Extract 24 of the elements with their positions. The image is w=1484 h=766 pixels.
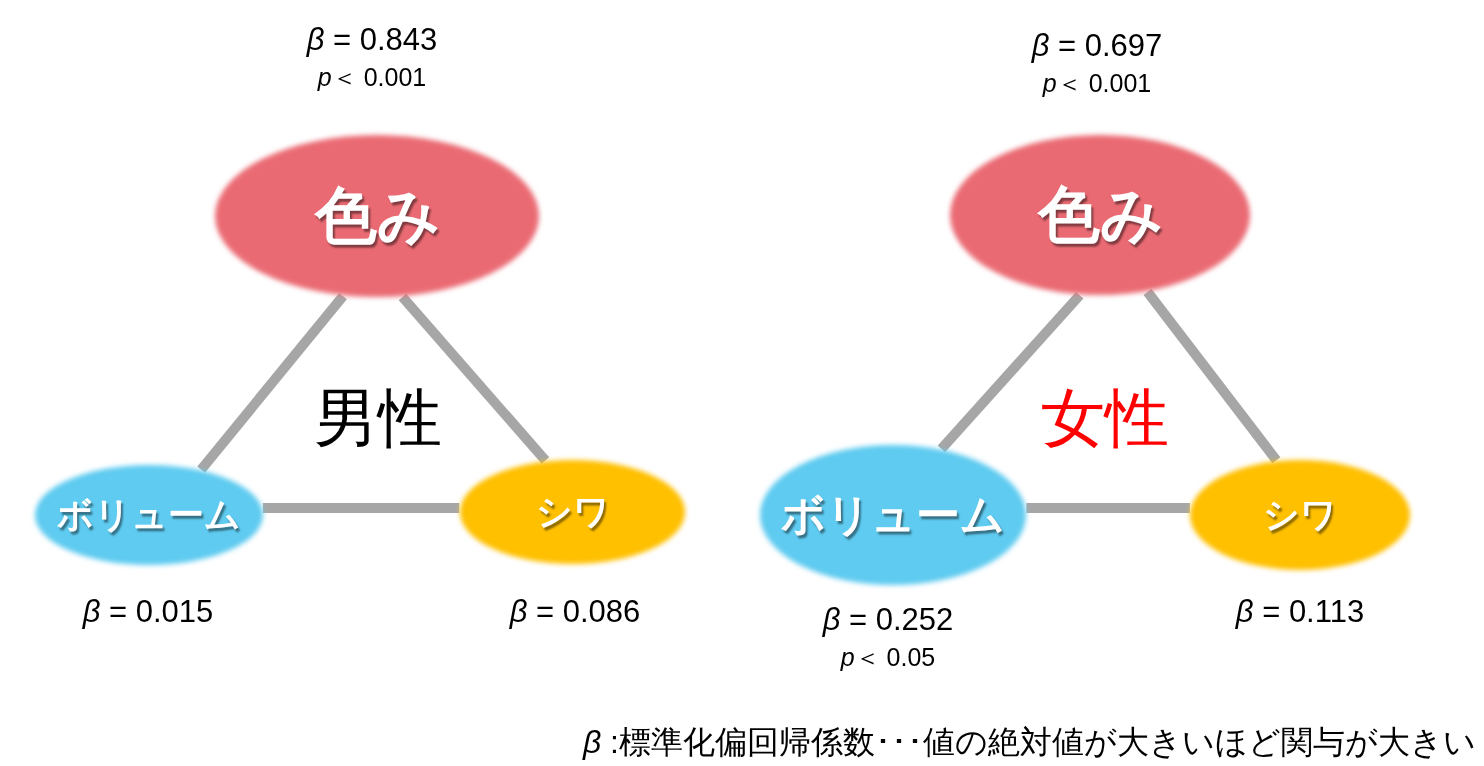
statistic-label: β = 0.697 <box>1031 27 1163 65</box>
connector-line <box>262 502 460 513</box>
factor-name: シワ <box>1263 495 1337 535</box>
factor-name: 色み <box>314 181 440 251</box>
statistic-label: β = 0.113 <box>1235 593 1365 631</box>
statistic-label: β = 0.015 <box>82 593 214 631</box>
factor-name: ボリューム <box>57 495 241 535</box>
connector-line <box>1143 288 1281 464</box>
connector-line <box>937 291 1084 453</box>
factor-name: 色み <box>1037 180 1163 250</box>
statistic-label: β = 0.252 <box>822 601 954 639</box>
factor-name: ボリューム <box>781 490 1005 540</box>
panel-heading: 女性 <box>1041 382 1169 454</box>
footnote: β :標準化偏回帰係数･･･値の絶対値が大きいほど関与が大きい <box>582 724 1476 761</box>
statistic-label: p＜ 0.001 <box>1042 68 1152 99</box>
factor-name: シワ <box>535 492 610 532</box>
connector-line <box>398 293 550 464</box>
statistic-label: β = 0.086 <box>509 593 641 631</box>
statistic-label: β = 0.843 <box>306 21 438 59</box>
statistic-label: p＜ 0.001 <box>317 62 427 93</box>
statistic-label: p＜ 0.05 <box>840 642 936 673</box>
panel-heading: 男性 <box>314 382 442 454</box>
connector-line <box>1026 502 1190 514</box>
connector-line <box>197 293 347 473</box>
